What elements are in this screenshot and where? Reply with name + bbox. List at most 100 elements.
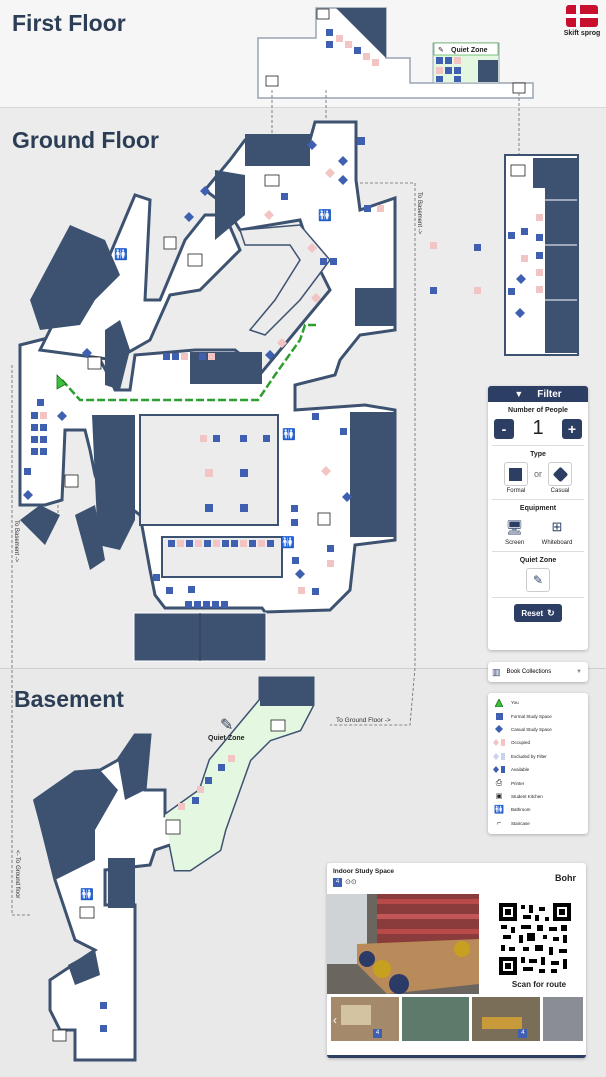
people-count: 1: [532, 417, 544, 439]
quiet-zone-basement-text: Quiet Zone: [208, 735, 245, 742]
reset-icon: ↻: [547, 607, 555, 618]
increase-people-button[interactable]: +: [562, 418, 582, 439]
formal-square-icon: [493, 712, 505, 720]
occupied-icon: [493, 739, 505, 747]
printer-icon: ⎙: [495, 778, 503, 788]
whiteboard-icon: ⊞: [551, 519, 563, 534]
first-floor-title: First Floor: [12, 10, 126, 36]
ground-floor-facilities: [64, 164, 526, 526]
equipment-label: Equipment: [519, 505, 557, 512]
to-basement-left-label: To Basement ->: [13, 520, 19, 563]
casual-diamond-icon: [552, 466, 568, 482]
divider: [492, 551, 584, 552]
reset-label: Reset: [521, 608, 544, 618]
people-label: Number of People: [508, 407, 568, 414]
formal-square-icon: [509, 467, 523, 481]
capacity-badge: 4: [373, 1029, 382, 1038]
space-type-title: Indoor Study Space: [333, 868, 395, 875]
basement-restroom-icon: 🚻: [80, 888, 94, 901]
filter-panel: ▼ Filter Number of People - 1 + Type For…: [488, 386, 588, 650]
quiet-zone-first-text: Quiet Zone: [451, 47, 488, 54]
formal-label: Formal: [506, 488, 526, 494]
space-info-card: Indoor Study Space 4 ⊙⊙ Bohr: [327, 863, 586, 1058]
legend-item: Formal Study Space: [488, 709, 588, 722]
first-floor-spaces[interactable]: [326, 29, 461, 82]
ground-floor-casual-spaces[interactable]: [23, 140, 526, 579]
danish-flag-icon: [566, 5, 598, 27]
type-label: Type: [530, 451, 546, 458]
thumbnail[interactable]: [401, 997, 470, 1041]
qr-code[interactable]: [499, 903, 571, 975]
legend-item: ▣Student Kitchen: [488, 790, 588, 803]
funnel-icon: ▼: [514, 389, 524, 399]
legend-item: ⎙Printer: [488, 776, 588, 789]
divider: [492, 499, 584, 500]
filter-title: Filter: [537, 388, 562, 400]
people-stepper: - 1 +: [488, 417, 588, 440]
svg-text:🚻: 🚻: [281, 536, 295, 549]
whiteboard-option[interactable]: ⊞ Whiteboard: [542, 516, 573, 546]
svg-text:🚻: 🚻: [114, 248, 128, 261]
svg-text:🚻: 🚻: [318, 209, 332, 222]
decrease-people-button[interactable]: -: [494, 418, 514, 439]
restroom-icon: 🚻: [494, 805, 504, 815]
ground-floor-restrooms: 🚻 🚻 🚻 🚻: [114, 209, 332, 549]
you-triangle-icon: [493, 698, 505, 707]
space-photo: [327, 894, 479, 994]
formal-option[interactable]: Formal: [503, 462, 528, 494]
or-label: or: [533, 469, 542, 479]
legend-item: Casual Study Space: [488, 723, 588, 736]
casual-diamond-icon: [493, 725, 505, 734]
legend-item: 🚻Bathroom: [494, 805, 531, 815]
equipment-icons: ⊙⊙: [345, 879, 357, 886]
thumbnail[interactable]: 4: [472, 997, 541, 1041]
legend-item: ⌐Staircase: [488, 817, 588, 830]
chevron-down-icon: ▼: [576, 669, 582, 675]
to-ground-floor-left-label: <- To Ground floor: [14, 850, 20, 898]
divider: [492, 597, 584, 598]
quiet-zone-option[interactable]: ✎: [488, 568, 588, 592]
ground-floor-plan: [18, 120, 579, 662]
map-legend: You Formal Study Space Casual Study Spac…: [488, 693, 588, 834]
type-options: Formal or Casual: [488, 462, 588, 494]
to-basement-right-label: To Basement ->: [416, 192, 422, 235]
scan-for-route-label: Scan for route: [511, 980, 567, 989]
language-button-label: Skift sprog: [563, 30, 601, 37]
to-ground-floor-label: To Ground Floor ->: [336, 717, 391, 724]
legend-item: Excluded by Filter: [488, 750, 588, 763]
thumbnail[interactable]: [543, 997, 583, 1041]
casual-option[interactable]: Casual: [548, 462, 572, 494]
book-collections-label: Book Collections: [506, 669, 552, 675]
space-name: Bohr: [555, 873, 576, 883]
legend-item: Occupied: [488, 736, 588, 749]
chevron-left-icon[interactable]: ‹: [333, 1013, 337, 1027]
photo-thumbnails: 4 4: [331, 997, 583, 1041]
monitor-icon: 🖥: [505, 518, 524, 535]
ground-floor-title: Ground Floor: [12, 127, 159, 153]
quiet-zone-icon: ✎: [532, 573, 544, 587]
whiteboard-label: Whiteboard: [541, 540, 573, 546]
thumbnail[interactable]: 4: [331, 997, 399, 1041]
legend-item: Available: [488, 763, 588, 776]
available-icon: [493, 766, 505, 774]
book-collections-select[interactable]: ▥ Book Collections ▼: [488, 662, 588, 682]
screen-option[interactable]: 🖥 Screen: [504, 516, 526, 547]
quiet-zone-first-label: Quiet Zone ✎: [433, 42, 499, 56]
equipment-options: 🖥 Screen ⊞ Whiteboard: [488, 516, 588, 547]
you-marker: [56, 374, 67, 390]
books-icon: ▥: [492, 666, 501, 677]
excluded-icon: [493, 752, 505, 760]
svg-text:✎: ✎: [438, 47, 444, 54]
reset-button[interactable]: Reset ↻: [514, 604, 562, 622]
language-button[interactable]: Skift sprog: [563, 5, 601, 45]
capacity-badge: 4: [518, 1029, 528, 1038]
capacity-badge: 4: [333, 878, 342, 887]
quiet-zone-label: Quiet Zone: [519, 557, 557, 564]
basement-spaces[interactable]: [100, 755, 235, 1032]
basement-title: Basement: [14, 686, 124, 712]
kitchen-icon: ▣: [495, 793, 503, 801]
ground-floor-spaces[interactable]: [24, 137, 543, 608]
casual-label: Casual: [550, 488, 570, 494]
route-path: [61, 323, 318, 402]
